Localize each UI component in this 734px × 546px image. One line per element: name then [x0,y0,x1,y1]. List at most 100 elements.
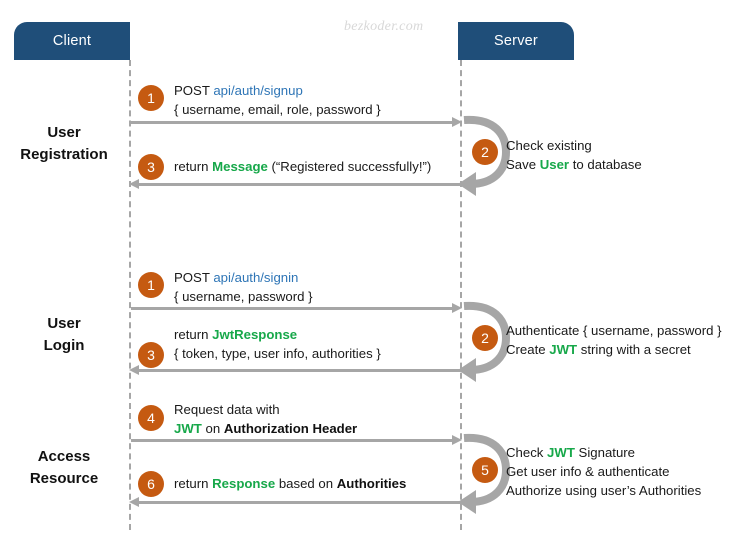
actor-client-box: Client [14,22,130,60]
actor-server-box: Server [458,22,574,60]
note-text-a: Save [506,157,540,173]
signup-request-line-1: POST api/auth/signup [174,82,381,101]
note-signin-server: Authenticate { username, password } Crea… [506,321,722,359]
entity-response: Response [212,476,276,491]
watermark-text: bezkoder.com [344,19,424,34]
note-resource-server: Check JWT Signature Get user info & auth… [506,443,701,500]
response-body: (“Registered successfully!”) [267,159,432,174]
http-method: POST [174,83,214,98]
step-badge-5-check-jwt: 5 [472,457,498,483]
phase-line-1: Access [37,448,91,465]
arrow-head [452,117,462,127]
server-loop-arrow-login [458,298,516,382]
arrow-shaft [131,120,453,124]
arrow-shaft [138,182,462,186]
arrow-signup-request [131,117,462,127]
arrow-shaft [131,306,453,310]
message-resource-request-text: Request data with JWT on Authorization H… [174,401,357,438]
note-line-1: Authenticate { username, password } [506,323,722,338]
step-badge-label: 3 [147,347,155,363]
step-badge-label: 5 [481,462,489,478]
note-text-a: on [201,420,224,436]
resource-request-line-1: Request data with [174,402,280,417]
phase-label-user-registration: User Registration [0,122,128,166]
step-badge-label: 3 [147,159,155,175]
note-text-a: Create [506,342,550,358]
step-badge-6-response: 6 [138,471,164,497]
message-signin-request-text: POST api/auth/signin { username, passwor… [174,269,313,306]
phase-line-2: Registration [20,145,108,163]
authorization-header: Authorization Header [223,420,358,436]
phase-line-2: Resource [29,469,99,487]
arrow-signin-request [131,303,462,313]
entity-jwt: JWT [549,342,578,358]
arrow-signup-response [129,179,462,189]
entity-jwt: JWT [174,420,202,436]
endpoint-url: api/auth/signin [213,270,299,285]
note-text-b: to database [569,157,642,173]
server-loop-arrow-registration [458,112,516,196]
arrow-head [129,497,139,507]
actor-client-label: Client [52,33,92,49]
return-keyword: return [174,327,213,342]
phase-line-2: Login [43,336,85,354]
phase-label-user-login: User Login [0,313,128,357]
step-badge-1-signin: 1 [138,272,164,298]
arrow-shaft [138,500,462,504]
note-line-2: Save User to database [506,155,642,174]
server-loop-arrow-access [458,430,516,514]
note-line-2: Create JWT string with a secret [506,340,722,359]
arrow-shaft [138,368,462,372]
actor-server-label: Server [494,33,538,49]
step-badge-1-signup: 1 [138,85,164,111]
step-badge-label: 6 [147,476,155,492]
message-resource-response-text: return Response based on Authorities [174,475,406,494]
arrow-head [129,365,139,375]
http-method: POST [174,270,214,285]
entity-authorities: Authorities [336,476,407,491]
message-signin-response-text: return JwtResponse { token, type, user i… [174,326,381,363]
arrow-signin-response [129,365,462,375]
entity-message: Message [212,159,268,174]
signin-response-line-1: return JwtResponse [174,326,381,345]
arrow-resource-response [129,497,462,507]
phase-label-access-resource: Access Resource [0,446,128,490]
phase-line-1: User [47,315,81,332]
note-signup-server: Check existing Save User to database [506,136,642,174]
step-badge-4-request-data: 4 [138,405,164,431]
step-badge-label: 2 [481,144,489,160]
step-badge-label: 2 [481,330,489,346]
note-line-2: Get user info & authenticate [506,464,670,480]
step-badge-3-signin-response: 3 [138,342,164,368]
arrow-head [452,435,462,445]
signin-request-line-2: { username, password } [174,288,313,304]
entity-jwtresponse: JwtResponse [212,327,298,342]
arrow-resource-request [131,435,462,445]
note-text-b: based on [275,476,337,491]
message-signup-request-text: POST api/auth/signup { username, email, … [174,82,381,119]
step-badge-2-authenticate: 2 [472,325,498,351]
resource-request-line-2: JWT on Authorization Header [174,420,357,439]
entity-user: User [539,157,570,173]
step-badge-label: 4 [147,410,155,426]
note-line-1: Check JWT Signature [506,443,701,462]
arrow-head [452,303,462,313]
endpoint-url: api/auth/signup [213,83,303,98]
note-text-a: Check [506,445,548,460]
note-line-1: Check existing [506,138,592,153]
entity-jwt: JWT [547,445,575,460]
note-line-3: Authorize using user’s Authorities [506,483,702,499]
signin-request-line-1: POST api/auth/signin [174,269,313,288]
step-badge-label: 1 [147,90,155,106]
phase-line-1: User [47,124,81,141]
note-text-b: Signature [574,445,636,460]
return-keyword: return [174,159,213,174]
resource-response-line: return Response based on Authorities [174,475,406,494]
lifeline-server [460,60,462,530]
step-badge-label: 1 [147,277,155,293]
step-badge-2-check-existing: 2 [472,139,498,165]
return-keyword: return [174,476,213,491]
message-signup-response-text: return Message (“Registered successfully… [174,158,431,177]
note-text-b: string with a secret [577,342,691,358]
